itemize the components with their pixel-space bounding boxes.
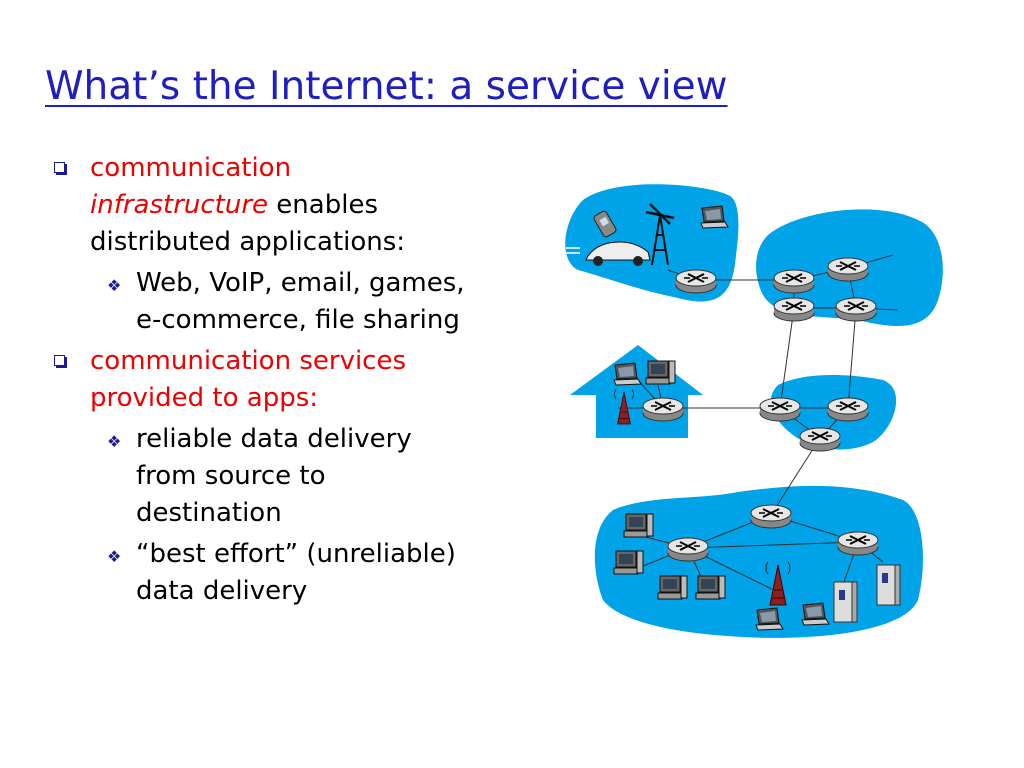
bullet-1-line3: distributed applications:	[90, 227, 406, 257]
car-icon	[563, 241, 651, 266]
square-bullet-icon	[54, 355, 65, 366]
cellphone-icon	[593, 210, 617, 238]
desktop-computer-icon	[613, 550, 644, 575]
diamond-bullet-icon: ❖	[107, 276, 122, 295]
cell-tower-icon	[645, 203, 675, 266]
router-icon	[827, 397, 869, 422]
router-icon	[773, 269, 815, 294]
bullet-2-sub-2-line2: data delivery	[136, 576, 308, 606]
bullet-2-line2: provided to apps:	[90, 383, 319, 413]
diamond-bullet-icon: ❖	[107, 432, 122, 451]
router-icon	[827, 257, 869, 282]
bullet-2-sub-1: ❖ reliable data delivery	[52, 421, 552, 458]
home-network-house	[570, 345, 703, 438]
desktop-computer-icon	[657, 575, 688, 600]
bullet-1-enables: enables	[268, 190, 378, 220]
bullet-2-sub-1-line1: reliable data delivery	[136, 424, 412, 454]
desktop-computer-icon	[645, 360, 676, 385]
bullet-2-sub-2-line1: “best effort” (unreliable)	[136, 539, 456, 569]
diamond-bullet-icon: ❖	[107, 547, 122, 566]
bullet-1-sub-1-line2: e-commerce, file sharing	[136, 305, 460, 335]
network-diagram	[563, 184, 943, 638]
bullet-1-line2: infrastructure enables	[52, 187, 552, 224]
desktop-computer-icon	[623, 513, 654, 538]
bullet-2-sub-1-line3: destination	[136, 498, 282, 528]
router-icon	[642, 397, 684, 422]
square-bullet-icon	[54, 162, 65, 173]
bullet-2-sub-2: ❖ “best effort” (unreliable)	[52, 536, 552, 573]
bullet-1-sub-1-line1: Web, VoIP, email, games,	[136, 268, 465, 298]
bullet-1: communication	[52, 150, 552, 187]
bullet-1-sub-1: ❖ Web, VoIP, email, games,	[52, 265, 552, 302]
router-icon	[835, 297, 877, 322]
desktop-computer-icon	[695, 575, 726, 600]
slide-title: What’s the Internet: a service view	[45, 64, 728, 109]
router-icon	[773, 297, 815, 322]
bullet-1-line1: communication	[90, 153, 292, 183]
router-icon	[759, 397, 801, 422]
router-icon	[667, 537, 709, 562]
router-icon	[750, 504, 792, 529]
router-icon	[799, 427, 841, 452]
router-icon	[675, 269, 717, 294]
bullet-1-infrastructure: infrastructure	[90, 190, 269, 220]
router-icon	[837, 531, 879, 556]
bullet-2: communication services	[52, 343, 552, 380]
server-icon	[833, 581, 858, 623]
bullet-2-sub-1-line2: from source to	[136, 461, 326, 491]
server-icon	[876, 564, 901, 606]
bullet-list: communication infrastructure enables dis…	[52, 150, 552, 610]
bullet-2-line1: communication services	[90, 346, 407, 376]
